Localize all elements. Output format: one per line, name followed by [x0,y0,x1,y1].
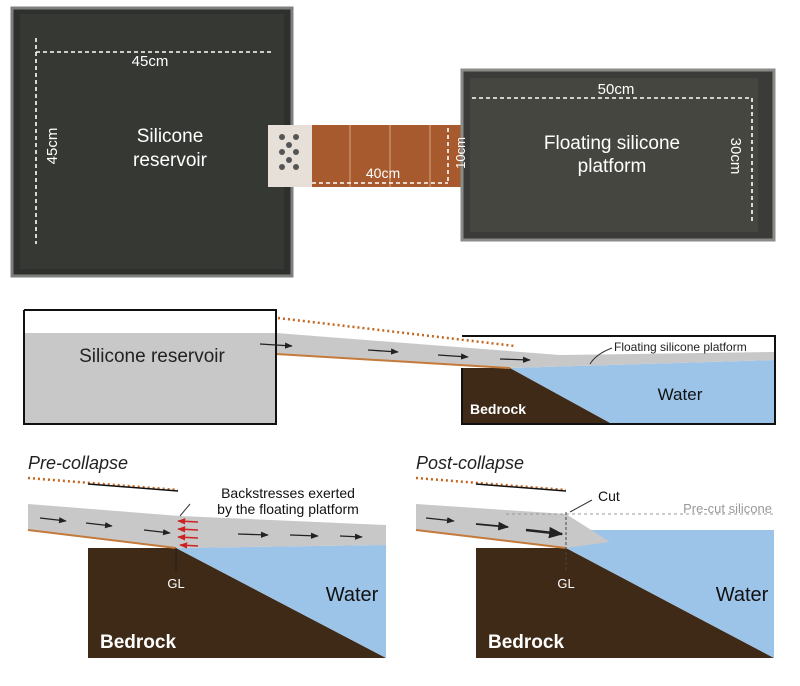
backstress-arrows [177,518,199,549]
backstress-label-line2: by the floating platform [217,501,359,517]
channel-width-label: 10cm [453,137,468,169]
cut-label: Cut [598,488,620,504]
precut-label: Pre-cut silicone [683,501,772,516]
post-collapse-panel: Post-collapse Cut Pre-cut silicone GL Wa… [415,453,774,658]
schematic-bedrock-label: Bedrock [470,401,526,417]
reservoir-label-line2: reservoir [133,150,208,171]
backstress-label-line1: Backstresses exerted [221,485,355,501]
post-gl-label: GL [557,576,574,591]
post-water [566,530,774,658]
photo-panel: 45cm 45cm Silicone reservoir 40cm 10cm 5… [10,6,776,278]
platform-label-line2: platform [578,156,647,177]
channel-length-label: 40cm [366,165,400,181]
pre-bedrock [88,548,386,658]
platform-height-label: 30cm [727,138,744,175]
reservoir-width-label: 45cm [132,53,169,70]
post-bedrock [476,548,774,658]
post-water-label: Water [716,584,769,606]
reservoir-label-line1: Silicone [137,126,204,147]
pre-bedrock-label: Bedrock [100,632,176,653]
schematic-reservoir-label: Silicone reservoir [79,346,225,367]
pre-collapse-title: Pre-collapse [28,453,128,473]
platform-label-line1: Floating silicone [544,133,680,154]
pre-water-label: Water [326,584,379,606]
schematic-silicone [24,333,775,424]
channel-holes [279,134,299,170]
schematic-platform-label: Floating silicone platform [614,340,747,354]
post-collapse-title: Post-collapse [416,453,524,473]
reservoir-height-label: 45cm [44,128,61,165]
pre-collapse-panel: Pre-collapse GL Backstresses exe [27,453,386,658]
pre-gl-label: GL [167,576,184,591]
pre-silicone [28,504,386,548]
schematic-water [510,360,775,424]
schematic-water-label: Water [658,385,703,404]
schematic-bedrock [462,368,612,424]
post-bedrock-label: Bedrock [488,632,564,653]
pre-water [176,545,386,658]
platform-width-label: 50cm [598,81,635,98]
schematic-panel: Silicone reservoir Floating silicone pla… [23,309,776,425]
